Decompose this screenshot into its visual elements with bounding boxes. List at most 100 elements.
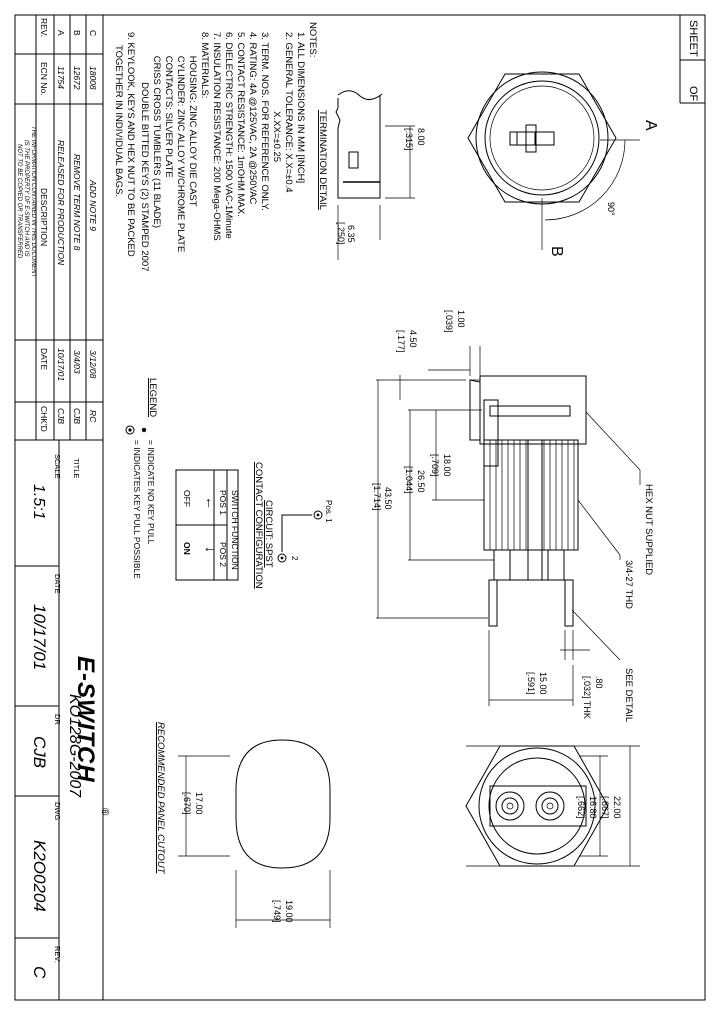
note-line: 4. RATING: 4A @125VAC, 2A @250VAC [247,32,258,205]
dim-1700-inch: [.670] [182,792,192,815]
table-arrow-icon: ↓ [203,546,219,553]
dim-450-inch: [.177] [396,330,406,353]
description-cell: RELEASED FOR PRODUCTION [56,140,66,266]
dim-080-inch: [.032] THK [582,676,592,719]
notes-block: NOTES: 1. ALL DIMENSIONS IN MM [INCH] 2.… [113,22,318,272]
date-cell: 10/17/01 [56,348,66,381]
dwg-label: DWG [53,802,62,820]
registered-mark: ® [99,808,110,816]
dim-100-label: 1.00 [456,310,466,328]
chkd-header: CHK'D [39,406,49,432]
rev-cell: B [72,30,82,36]
chkd-cell: CJB [56,408,66,424]
view-label-a: A [642,120,659,131]
dr-value: CJB [30,736,49,768]
table-header-pos2: POS 2 [218,542,228,567]
note-line: HOUSING: ZINC ALLOY DIE CAST [187,32,198,207]
top-view: A B 90° [467,71,659,257]
dim-1700-label: 17.00 [194,792,204,815]
note-line: 1. ALL DIMENSIONS IN MM [INCH] [295,32,306,183]
dim-8-label: 8.00 [416,128,426,146]
ecn-header: ECN No. [39,62,49,96]
notes-title: NOTES: [307,22,318,57]
see-detail-label: SEE DETAIL [623,668,634,722]
dim-2200-label: 22.00 [612,796,622,819]
dim-2200-inch: [.867] [600,796,610,819]
drawing-title: KO128G-2007 [66,694,83,798]
date-value: 10/17/01 [30,604,49,670]
date-cell: 3/4/03 [72,350,82,374]
dim-1900-label: 19.00 [284,900,294,923]
scale-value: 1.5:1 [30,484,47,520]
circuit-pos1-label: Pos. 1 [324,500,333,523]
note-line: CRISS CROSS TUMBLERS (11 BLADE) [151,32,162,228]
legend-item-1: = INDICATE NO KEY PULL [146,440,156,545]
description-cell: ADD NOTE 9 [88,179,98,231]
eswitch-logo: E-SWITCH ® [72,656,110,816]
ecn-cell: 12672 [72,66,82,90]
switch-function-title: SWITCH FUNCTION [230,490,240,570]
ecn-cell: 18008 [88,66,98,90]
disclaimer-line: NOT TO BE COPIED OR TRANSFERRED [16,144,22,259]
sheet-label: SHEET [687,20,699,57]
note-line: 9. KEYLOOK, KEYS AND HEX NUT TO BE PACKE… [125,32,136,257]
disclaimer-line: THE INFORMATION CONTAINED IN THIS DOCUME… [30,126,36,278]
dim-635-inch: [.250] [336,222,346,245]
circuit-block: Pos. 1 2 CIRCUIT: SPST CONTACT CONFIGURA… [175,462,333,589]
table-cell-on: ON [182,542,192,555]
termination-title: TERMINATION DETAIL [317,110,328,210]
disclaimer-line: IS THE PROPERTY OF E-SWITCH AND IS [23,140,29,256]
description-header: DESCRIPTION [39,188,49,246]
note-line: 6. DIELECTRIC STRENGTH: 1500 VAC-1Minute [223,32,234,239]
rev-cell: A [56,30,66,36]
legend-title: LEGEND [147,378,158,417]
title-block: TITLE KO128G-2007 SCALE 1.5:1 DATE 10/17… [14,439,110,1001]
title-label: TITLE [72,458,81,478]
rev-cell: C [88,30,98,36]
thread-label: 3/4-27 THD [623,560,634,609]
dim-1500-inch: [.591] [526,672,536,695]
dim-100-inch: [.039] [444,310,454,333]
dim-1900-inch: [.749] [272,900,282,923]
dim-8-inch: [.315] [404,128,414,151]
note-line: 8. MATERIALS: [199,32,210,98]
dim-2650-label: 26.50 [416,470,426,493]
note-line: 3. TERM. NOS. FOR REFERENCE ONLY. [259,32,270,211]
dr-label: DR [53,714,62,725]
dim-4350-inch: [1.714] [372,483,382,511]
dwg-value: K2O0204 [30,840,49,912]
contact-config-title: CONTACT CONFIGURATION [253,462,264,589]
note-line: 7. INSULATION RESISTANCE: 200 Mega-OHMS [211,32,222,241]
chkd-cell: CJB [72,408,82,424]
note-line: CYLINDER: ZINC ALLOY W/CHROME PLATE [175,32,186,252]
ecn-cell: 11754 [56,66,66,89]
dim-4350-label: 43.50 [383,487,393,510]
note-line: TOGETHER IN INDIVIDUAL BAGS. [113,32,124,197]
description-cell: REMOVE TERM NOTE 8 [72,154,82,251]
date-cell: 3/12/08 [88,350,98,379]
dim-1680-label: 16.80 [588,796,598,819]
sheet-number-cell: SHEET OF [679,15,705,104]
circuit-title: CIRCUIT: SPST [263,500,274,568]
key-pull-icon [125,425,135,435]
note-line: 2. GENERAL TOLERANCE: X.X=±0.4 [283,32,294,193]
legend-item-2: = INDICATES KEY PULL POSSIBLE [132,440,142,579]
chkd-cell: RC [88,410,98,423]
of-label: OF [687,86,699,102]
table-arrow-icon: ← [203,496,219,510]
panel-cutout: RECOMMENDED PANEL CUTOUT 17.00 [.670] 19… [155,722,331,928]
hex-nut-label: HEX NUT SUPPLIED [643,484,654,575]
rev-header: REV. [39,18,49,37]
table-cell-off: OFF [182,490,192,507]
note-line: 5. CONTACT RESISTANCE: 1mOHM MAX. [235,32,246,217]
dim-450-label: 4.50 [408,330,418,348]
angle-90-label: 90° [606,202,616,216]
cutout-title: RECOMMENDED PANEL CUTOUT [155,722,166,875]
table-header-pos1: POS 1 [218,490,228,515]
rev-label: REV. [53,946,62,963]
circuit-pos2-label: 2 [290,556,299,561]
date-header: DATE [39,348,49,370]
dim-1500-label: 15.00 [538,672,548,695]
date-label: DATE [53,574,62,593]
note-line: X.XX=±0.25 [271,32,282,162]
